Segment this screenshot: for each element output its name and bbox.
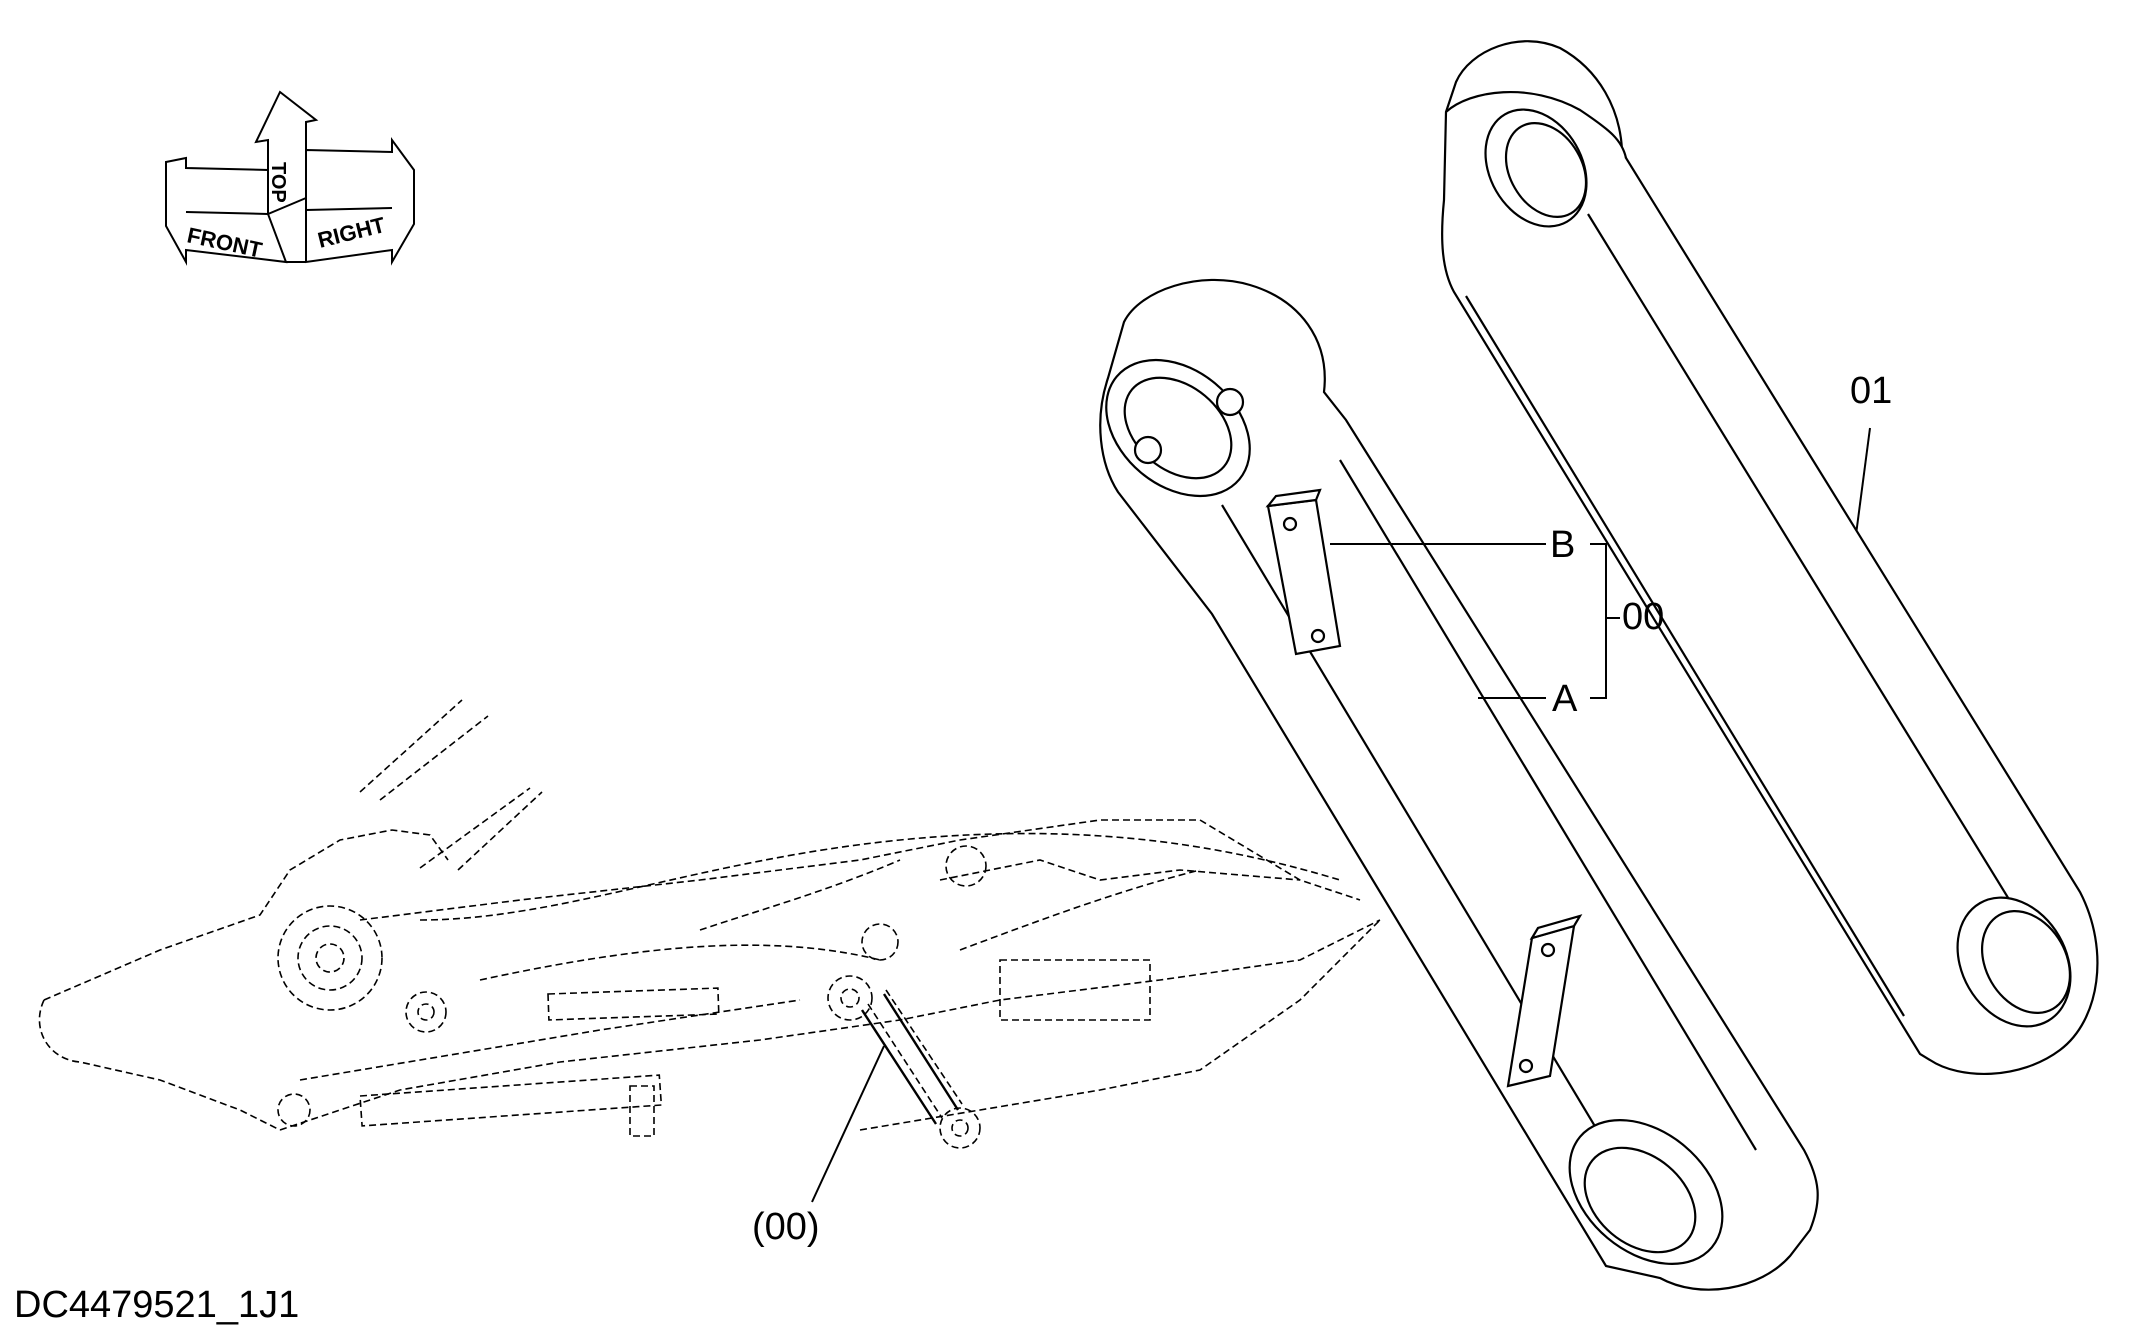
orientation-top-label: TOP [267, 162, 289, 203]
machine-overview [38, 699, 1381, 1149]
orientation-icon: FRONT TOP RIGHT [165, 90, 415, 266]
link-00 [1099, 278, 1819, 1291]
drawing-id: DC4479521_1J1 [14, 1284, 300, 1326]
callout-part-01: 01 [1850, 370, 1893, 412]
callout-a: A [1552, 678, 1578, 720]
callout-location-00: (00) [752, 1206, 820, 1248]
location-leader-line [811, 1045, 885, 1203]
callout-group-00: 00 [1622, 596, 1665, 638]
overview-link-highlight [860, 993, 960, 1125]
link-01 [1441, 40, 2099, 1076]
callout-b: B [1550, 524, 1576, 566]
